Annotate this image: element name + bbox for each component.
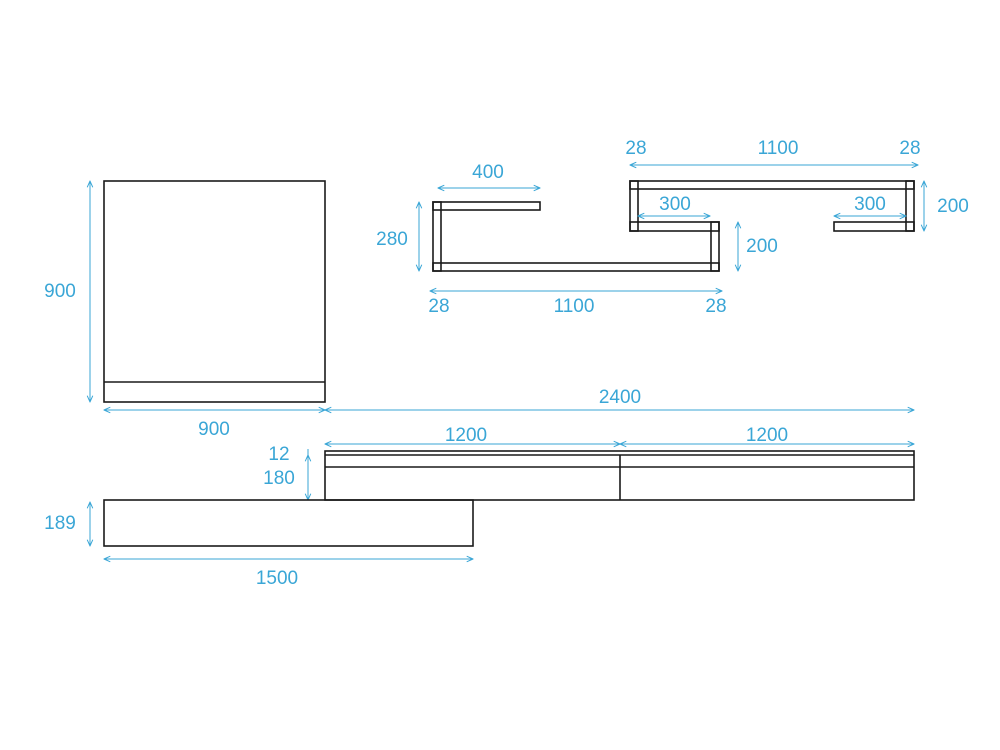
shelf-right-return-board xyxy=(833,221,915,232)
shelf-left-bottom-board xyxy=(432,262,720,272)
shelf-right-top-board xyxy=(629,180,915,190)
tv-unit-right-module-label: 1200 xyxy=(746,425,788,446)
shelf-right-inner-right-label: 300 xyxy=(854,194,886,215)
shelf-left-left-thickness-label: 28 xyxy=(428,296,449,317)
shelf-right-inner-left-label: 300 xyxy=(659,194,691,215)
tv-unit xyxy=(324,450,915,501)
wall-panel-width-label: 900 xyxy=(198,419,230,440)
shelf-right-left-thickness-label: 28 xyxy=(625,138,646,159)
shelf-left-right-thickness-label: 28 xyxy=(705,296,726,317)
wall-panel-height-label: 900 xyxy=(44,281,76,302)
shelf-left-top-width-label: 400 xyxy=(472,162,504,183)
bench-height-label: 189 xyxy=(44,513,76,534)
wall-panel xyxy=(103,180,326,403)
shelf-left xyxy=(432,201,720,272)
bench-outline xyxy=(103,499,474,547)
shelf-right-step-board xyxy=(629,221,720,232)
shelf-right-drop-label: 200 xyxy=(746,236,778,257)
tv-unit-total-width-label: 2400 xyxy=(599,387,641,408)
tv-unit-top-thickness-label: 12 xyxy=(268,444,289,465)
tv-unit-height-label: 180 xyxy=(263,468,295,489)
shelf-left-height-label: 280 xyxy=(376,229,408,250)
shelf-right-length-label: 1100 xyxy=(758,138,799,159)
shelf-left-top-board xyxy=(432,201,541,211)
wall-panel-outline xyxy=(103,180,326,403)
shelf-left-side-board xyxy=(432,201,442,272)
bench-width-label: 1500 xyxy=(256,568,298,589)
shelf-right xyxy=(629,180,915,232)
shelf-right-right-thickness-label: 28 xyxy=(899,138,920,159)
shelf-right-height-label: 200 xyxy=(937,196,969,217)
tv-unit-left-module-label: 1200 xyxy=(445,425,487,446)
shelf-left-length-label: 1100 xyxy=(554,296,595,317)
